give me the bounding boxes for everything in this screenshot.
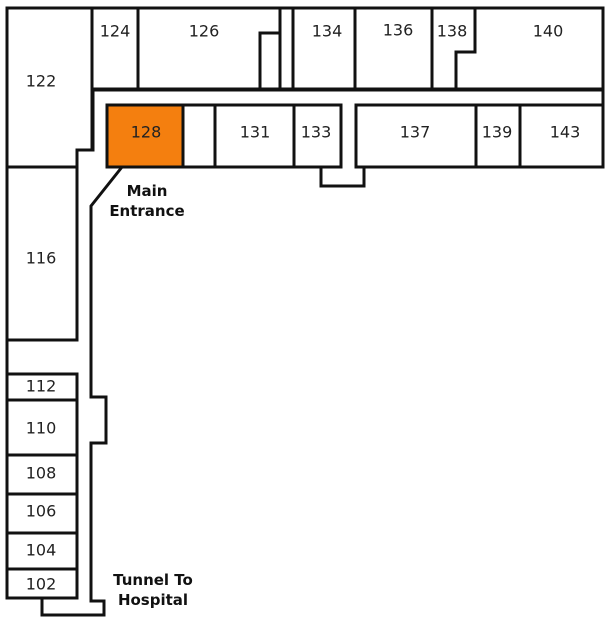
room-130-unlabeled[interactable]	[181, 103, 217, 169]
room-126-closet	[258, 31, 280, 89]
room-label: 104	[26, 541, 57, 560]
room-102[interactable]	[5, 567, 79, 600]
stair-nub-133	[319, 167, 366, 188]
room-label: 136	[383, 21, 414, 40]
room-140[interactable]	[454, 6, 605, 91]
room-label: 110	[26, 419, 57, 438]
room-label: 106	[26, 502, 57, 521]
room-label: 108	[26, 464, 57, 483]
entrance-diagonal	[40, 166, 124, 617]
room-label: 140	[533, 22, 564, 41]
room-label: 122	[26, 72, 57, 91]
room-label: 137	[400, 123, 431, 142]
tunnel-label-line2: Hospital	[118, 591, 188, 609]
room-137[interactable]	[354, 103, 478, 169]
room-label: 143	[550, 123, 581, 142]
room-label: 133	[301, 123, 332, 142]
room-label: 131	[240, 123, 271, 142]
room-label: 102	[26, 575, 57, 594]
room-110[interactable]	[5, 398, 79, 457]
room-133[interactable]	[292, 103, 343, 169]
room-116[interactable]	[5, 165, 79, 342]
room-label: 139	[482, 123, 513, 142]
room-label: 128	[131, 123, 162, 142]
corridor-stub-top	[278, 6, 295, 91]
room-label: 116	[26, 249, 57, 268]
room-label: 138	[437, 22, 468, 41]
room-124[interactable]	[90, 6, 140, 91]
room-label: 126	[189, 22, 220, 41]
room-134[interactable]	[291, 6, 357, 91]
room-128[interactable]	[105, 103, 185, 169]
tunnel-label-line1: Tunnel To	[113, 571, 193, 589]
main-entrance-label-line2: Entrance	[109, 202, 184, 220]
room-label: 124	[100, 22, 131, 41]
room-label: 112	[26, 377, 57, 396]
main-entrance-label-line1: Main	[127, 182, 168, 200]
room-143[interactable]	[518, 103, 605, 169]
room-104[interactable]	[5, 531, 79, 571]
room-136[interactable]	[353, 6, 434, 91]
room-label: 134	[312, 22, 343, 41]
room-139[interactable]	[474, 103, 522, 169]
room-106[interactable]	[5, 492, 79, 535]
